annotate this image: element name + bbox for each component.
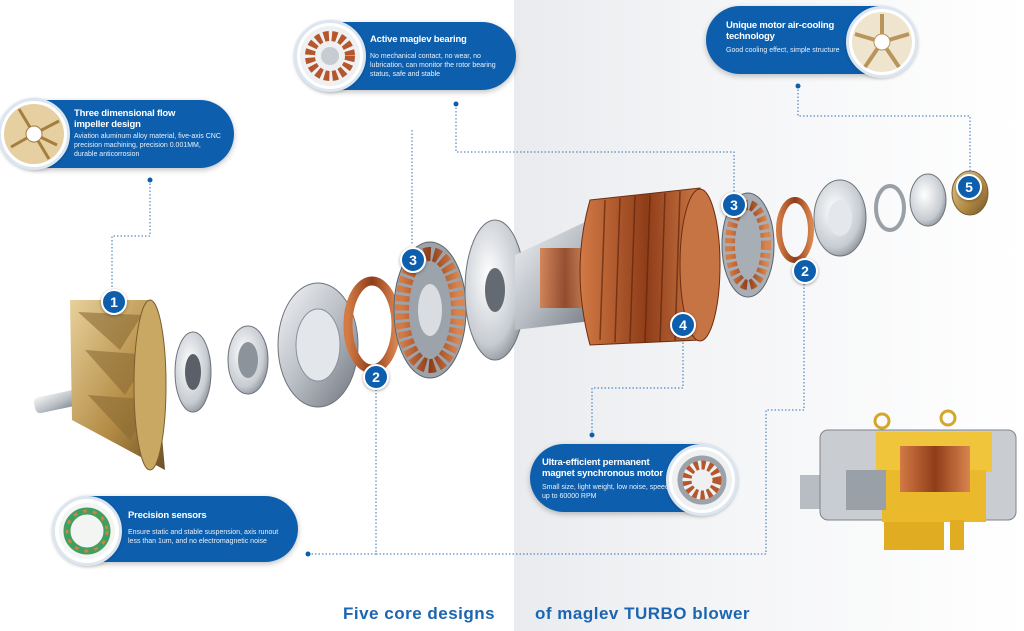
small-bearings (174, 325, 269, 413)
badge-1: 1 (101, 289, 127, 315)
callout-description: Small size, light weight, low noise, spe… (542, 484, 669, 500)
rear-sensor-ring (776, 197, 814, 263)
cooling-fan-icon (846, 6, 918, 78)
badge-3-front: 3 (400, 247, 426, 273)
callout-title: Unique motor air-cooling technology (726, 20, 835, 42)
impeller-icon (0, 98, 70, 170)
badge-2-rear: 2 (792, 258, 818, 284)
callout-description: No mechanical contact, no wear, no lubri… (370, 53, 496, 78)
sensor-ring-icon (52, 496, 122, 566)
maglev-bearing-stator (393, 241, 467, 379)
callout-title: Ultra-efficient permanent magnet synchro… (542, 457, 663, 479)
motor-rotor (515, 187, 721, 346)
motor-stator-icon (666, 444, 738, 516)
callout-description: Ensure static and stable suspension, axi… (128, 529, 279, 545)
rear-housing (813, 173, 947, 257)
callout-description: Good cooling effect, simple structure (726, 47, 840, 54)
leader-lines (111, 86, 971, 555)
callout-title: Three dimensional flow impeller design (74, 108, 176, 130)
badge-2-front: 2 (363, 364, 389, 390)
rear-bearing-stator (721, 192, 775, 298)
badge-3-rear: 3 (721, 192, 747, 218)
footer-title-right: of maglev TURBO blower (535, 604, 751, 623)
badge-5: 5 (956, 174, 982, 200)
stator-coil-icon (294, 20, 366, 92)
callout-title: Active maglev bearing (370, 34, 467, 45)
callout-description: Aviation aluminum alloy material, five-a… (74, 133, 221, 158)
footer-title-left: Five core designs (343, 604, 496, 623)
front-flange (464, 219, 526, 361)
assembled-blower-cutaway (800, 409, 1017, 550)
callout-title: Precision sensors (128, 510, 207, 521)
badge-4: 4 (670, 312, 696, 338)
impeller-part (33, 299, 167, 471)
thrust-disk (277, 282, 359, 408)
